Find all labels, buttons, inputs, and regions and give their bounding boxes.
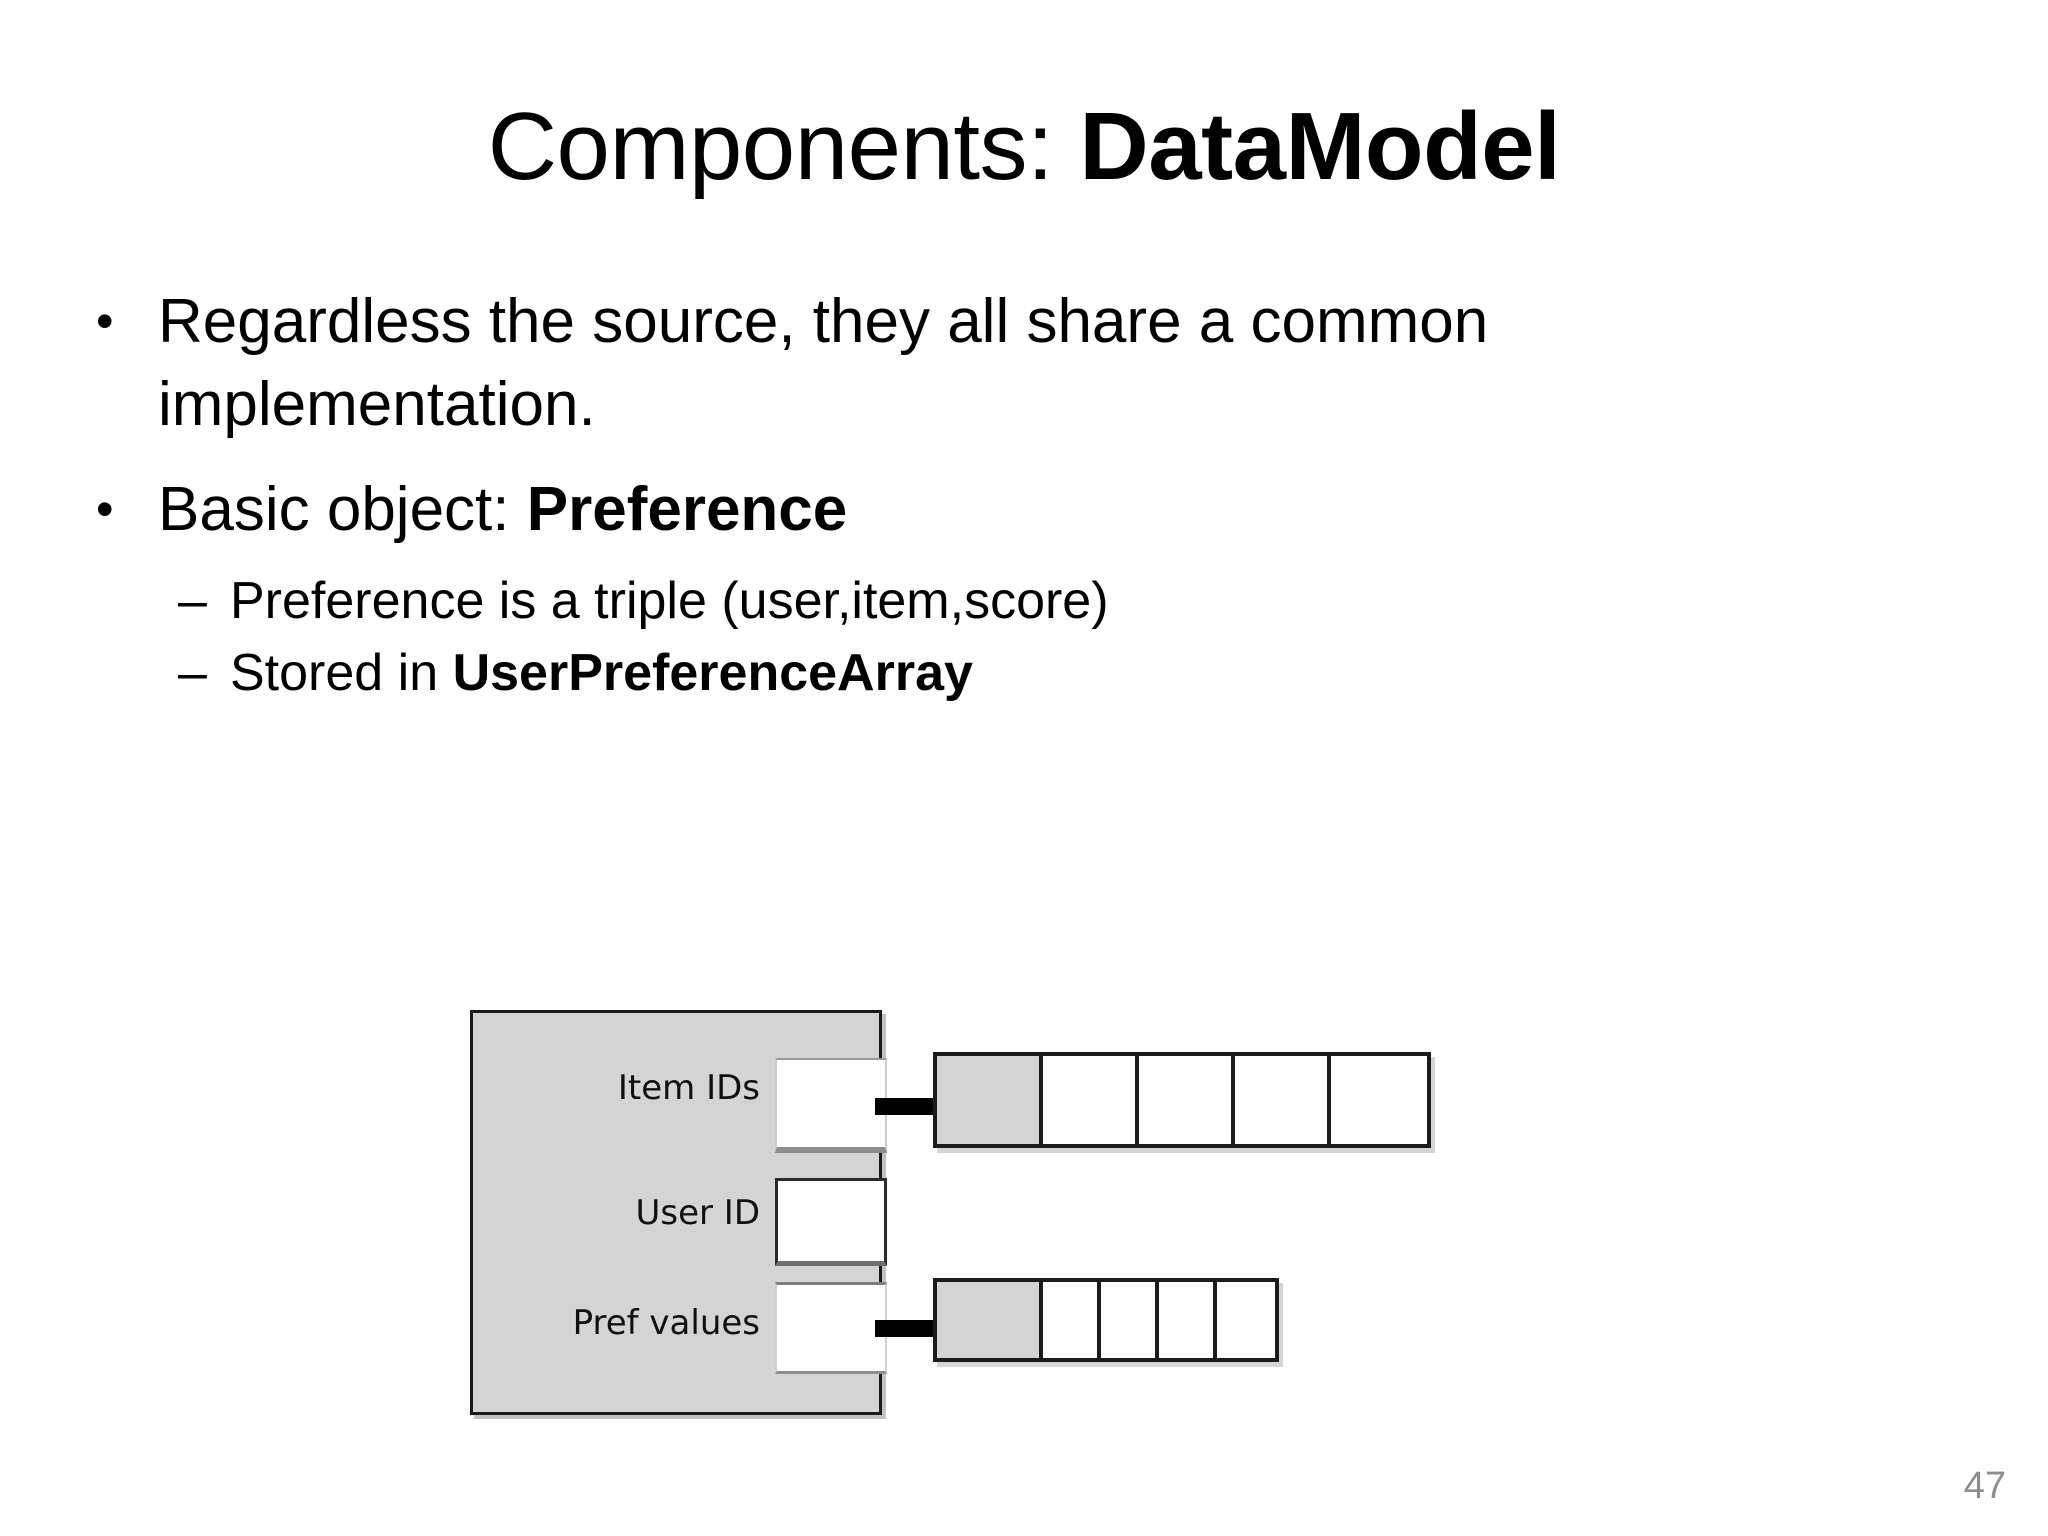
bullet-marker: • [96, 293, 114, 349]
page-title: Components: DataModel [0, 92, 2048, 202]
array-cell [1235, 1056, 1331, 1144]
field-label-item-ids: Item IDs [617, 1068, 760, 1108]
sub-bullet-text: Preference is a triple (user,item,score) [230, 565, 1109, 637]
userpreferencearray-diagram: Item IDs User ID Pref values [470, 1010, 1530, 1430]
bullet-item-0: • Regardless the source, they all share … [96, 280, 1896, 446]
array-cell [1139, 1056, 1235, 1144]
field-label-user-id: User ID [635, 1193, 760, 1233]
field-label-pref-values: Pref values [572, 1303, 760, 1343]
bullet-marker: • [96, 481, 114, 537]
sub-bullet-text-plain: Stored in [230, 644, 453, 702]
field-slot-user-id [775, 1178, 887, 1266]
bullet-text: Regardless the source, they all share a … [158, 280, 1608, 446]
array-cell [1331, 1056, 1427, 1144]
array-cell [1159, 1282, 1217, 1358]
bullet-text-plain: Regardless the source, they all share a … [158, 287, 1489, 439]
array-cell [937, 1282, 1043, 1358]
sub-bullet-marker: – [178, 572, 207, 630]
sub-bullet-item-1: – Stored in UserPreferenceArray [178, 637, 1896, 709]
spacer [96, 446, 1896, 468]
sub-bullet-marker: – [178, 644, 207, 702]
spacer [96, 551, 1896, 565]
array-cell [1217, 1282, 1275, 1358]
field-slot-item-ids [775, 1058, 887, 1153]
array-cell [1043, 1056, 1139, 1144]
bullet-item-1: • Basic object: Preference [96, 468, 1896, 551]
pref-values-array [933, 1278, 1279, 1362]
sub-bullet-text-bold: UserPreferenceArray [452, 644, 973, 702]
array-cell [937, 1056, 1043, 1144]
bullet-text-bold: Preference [526, 475, 848, 544]
sub-bullet-text: Stored in UserPreferenceArray [230, 637, 973, 709]
page-title-emphasis: DataModel [1079, 93, 1561, 200]
array-cell [1101, 1282, 1159, 1358]
bullet-text-plain: Basic object: [158, 475, 527, 544]
item-ids-array [933, 1052, 1431, 1148]
sub-bullet-text-plain: Preference is a triple (user,item,score) [230, 572, 1109, 630]
bullet-list: • Regardless the source, they all share … [96, 280, 1896, 709]
sub-bullet-item-0: – Preference is a triple (user,item,scor… [178, 565, 1896, 637]
field-slot-pref-values [775, 1282, 887, 1374]
page-number: 47 [1963, 1465, 2006, 1507]
bullet-text: Basic object: Preference [158, 468, 1608, 551]
page-title-plain: Components: [487, 93, 1080, 200]
array-cell [1043, 1282, 1101, 1358]
